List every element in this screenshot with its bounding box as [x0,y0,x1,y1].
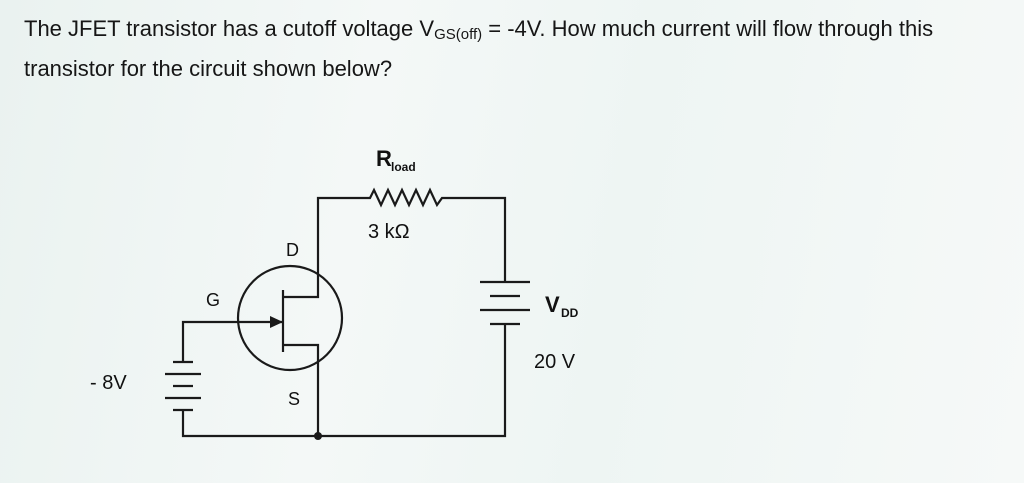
jfet-symbol [236,262,344,372]
vgs-off-subscript: GS(off) [434,26,483,43]
vdd-symbol: V [545,292,560,317]
gate-battery [165,360,201,412]
load-resistor [316,187,507,282]
bottom-right-wire [318,324,507,438]
question-text: The JFET transistor has a cutoff voltage… [24,12,1004,86]
question-part-1: The JFET transistor has a cutoff voltage… [24,16,435,41]
vdd-subscript: DD [561,306,579,320]
bottom-left-wire [181,410,318,438]
vdd-battery [480,280,530,326]
drain-label: D [286,240,299,260]
rload-subscript: load [391,160,416,174]
source-label: S [288,389,300,409]
rload-symbol: R [376,146,392,171]
gate-voltage-label: - 8V [90,372,127,394]
gate-wire [181,320,256,362]
vdd-value: 20 V [534,351,576,373]
gate-label: G [206,290,220,310]
question-part-2: = -4V. How much current will flow throug… [24,16,934,81]
rload-value: 3 kΩ [368,221,410,243]
